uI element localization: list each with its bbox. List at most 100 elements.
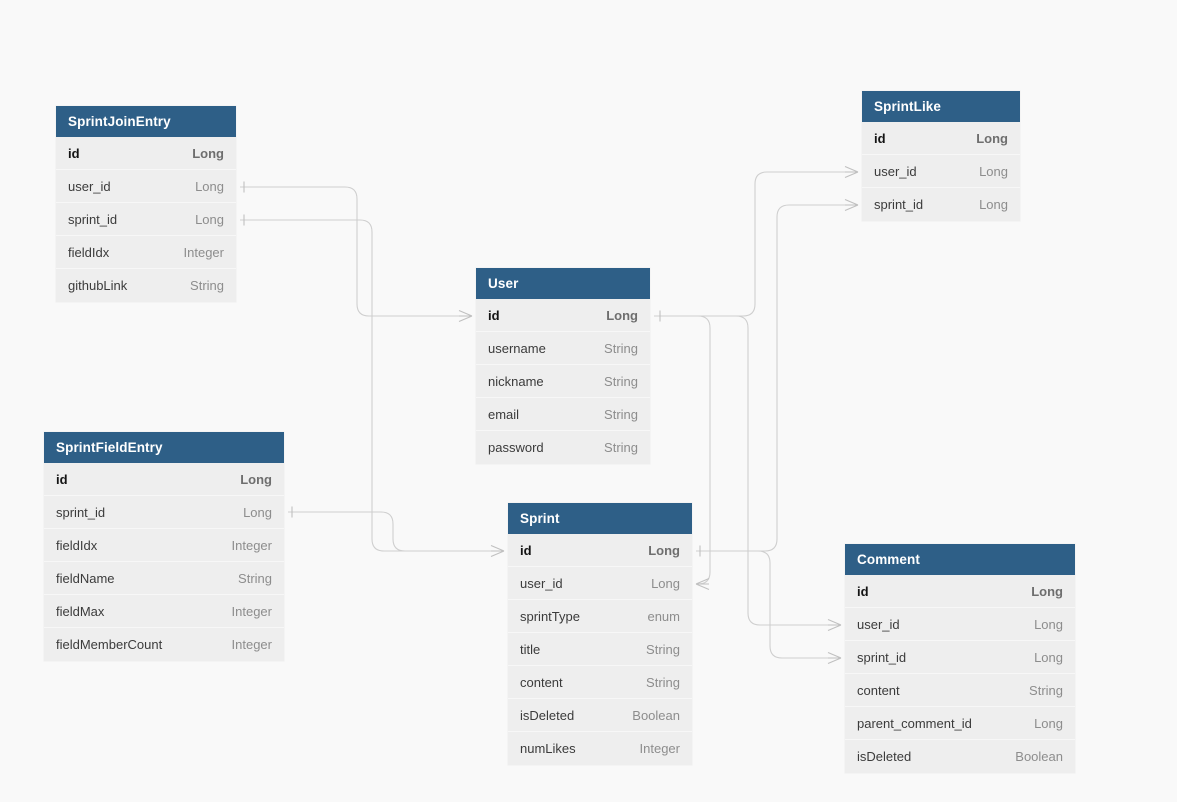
attribute-name: numLikes — [520, 741, 576, 756]
cardinality-many-marker — [844, 198, 859, 212]
attribute-type: Long — [1034, 715, 1063, 731]
cardinality-many-marker — [827, 651, 842, 665]
attribute-type: String — [604, 440, 638, 455]
attribute-type: Long — [648, 542, 680, 558]
attribute-name: sprint_id — [857, 649, 907, 665]
attribute-row[interactable]: id Long — [508, 534, 692, 567]
attribute-type: Boolean — [1015, 749, 1063, 764]
attribute-type: Long — [1031, 583, 1063, 599]
attribute-row[interactable]: sprint_id Long — [44, 496, 284, 529]
attribute-name: id — [56, 471, 68, 487]
attribute-name: user_id — [520, 575, 563, 591]
attribute-name: id — [874, 130, 886, 146]
cardinality-many-marker — [490, 544, 505, 558]
relationship-sprintfieldentry-sprint — [288, 511, 504, 552]
attribute-row[interactable]: numLikes Integer — [508, 732, 692, 765]
entity-title-sprintjoinentry: SprintJoinEntry — [56, 106, 236, 137]
attribute-row[interactable]: id Long — [56, 137, 236, 170]
attribute-name: sprintType — [520, 608, 580, 624]
attribute-type: Long — [192, 145, 224, 161]
attribute-name: user_id — [874, 163, 917, 179]
attribute-name: title — [520, 641, 541, 657]
attribute-type: String — [604, 340, 638, 356]
attribute-type: String — [190, 278, 224, 293]
attribute-name: sprint_id — [68, 211, 118, 227]
attribute-name: id — [68, 145, 80, 161]
attribute-name: email — [488, 406, 520, 422]
attribute-row[interactable]: username String — [476, 332, 650, 365]
attribute-type: Integer — [231, 603, 272, 619]
attribute-row[interactable]: parent_comment_id Long — [845, 707, 1075, 740]
entity-title-sprintlike: SprintLike — [862, 91, 1020, 122]
attribute-row[interactable]: content String — [508, 666, 692, 699]
attribute-type: Integer — [231, 637, 272, 652]
attribute-name: username — [488, 340, 546, 356]
entity-title-comment: Comment — [845, 544, 1075, 575]
attribute-name: id — [488, 307, 500, 323]
attribute-type: String — [646, 641, 680, 657]
cardinality-many-marker — [695, 577, 710, 591]
cardinality-many-marker — [827, 618, 842, 632]
attribute-row[interactable]: password String — [476, 431, 650, 464]
attribute-type: Long — [1034, 649, 1063, 665]
attribute-name: isDeleted — [857, 749, 912, 764]
attribute-row[interactable]: fieldIdx Integer — [44, 529, 284, 562]
attribute-row[interactable]: githubLink String — [56, 269, 236, 302]
attribute-type: Integer — [639, 741, 680, 756]
attribute-type: String — [604, 373, 638, 389]
attribute-row[interactable]: email String — [476, 398, 650, 431]
entity-title-user: User — [476, 268, 650, 299]
attribute-row[interactable]: isDeleted Boolean — [845, 740, 1075, 773]
cardinality-many-marker — [844, 165, 859, 179]
attribute-row[interactable]: fieldMemberCount Integer — [44, 628, 284, 661]
attribute-type: enum — [647, 608, 680, 624]
attribute-type: Integer — [231, 537, 272, 553]
attribute-name: fieldMemberCount — [56, 637, 163, 652]
attribute-name: password — [488, 440, 544, 455]
attribute-row[interactable]: user_id Long — [508, 567, 692, 600]
attribute-row[interactable]: title String — [508, 633, 692, 666]
cardinality-many-marker — [458, 309, 473, 323]
attribute-name: id — [520, 542, 532, 558]
attribute-type: String — [604, 406, 638, 422]
attribute-name: parent_comment_id — [857, 715, 972, 731]
attribute-type: String — [646, 674, 680, 690]
attribute-name: fieldIdx — [56, 537, 98, 553]
attribute-type: Long — [651, 575, 680, 591]
attribute-name: content — [520, 674, 563, 690]
attribute-name: user_id — [68, 178, 111, 194]
relationship-sprint-sprintlike — [696, 204, 858, 552]
relationship-sprint-comment — [696, 550, 841, 659]
attribute-name: content — [857, 682, 900, 698]
attribute-row[interactable]: sprintType enum — [508, 600, 692, 633]
relationship-user-sprintlike — [654, 171, 858, 317]
attribute-name: sprint_id — [56, 504, 106, 520]
attribute-row[interactable]: sprint_id Long — [845, 641, 1075, 674]
attribute-name: fieldName — [56, 570, 115, 586]
attribute-type: Integer — [183, 244, 224, 260]
attribute-name: githubLink — [68, 278, 128, 293]
attribute-type: Long — [243, 504, 272, 520]
